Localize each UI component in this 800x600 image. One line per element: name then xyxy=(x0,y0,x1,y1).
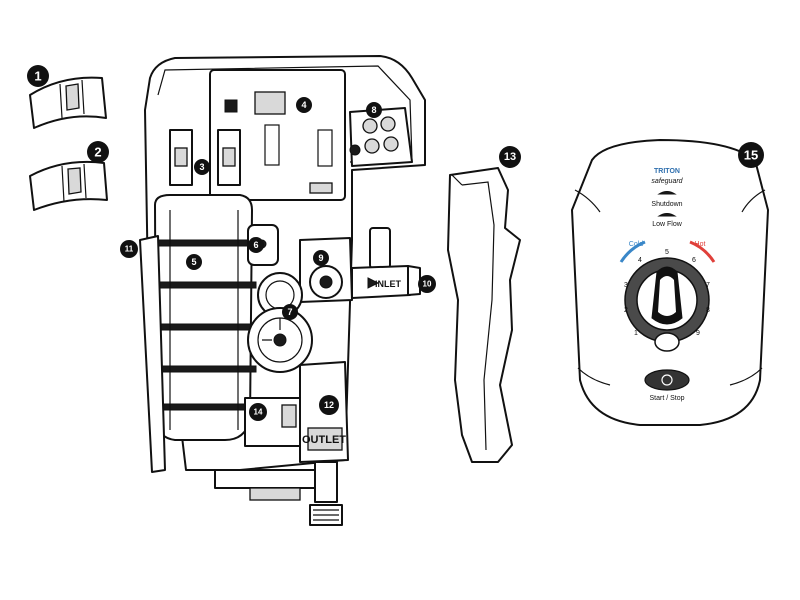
cold-label: Cold xyxy=(629,241,644,248)
hot-arc xyxy=(689,240,716,263)
svg-text:9: 9 xyxy=(318,253,323,263)
dial-number-9: 9 xyxy=(696,330,700,337)
callout-5: 5 xyxy=(186,254,202,270)
dial-number-5: 5 xyxy=(665,249,669,256)
svg-text:2: 2 xyxy=(94,145,101,160)
start-stop-label: Start / Stop xyxy=(649,395,684,402)
power-icon xyxy=(661,374,673,386)
svg-text:8: 8 xyxy=(371,105,376,115)
svg-text:12: 12 xyxy=(324,400,334,410)
model-label: safeguard xyxy=(651,178,683,185)
svg-text:7: 7 xyxy=(287,307,292,317)
callout-6: 6 xyxy=(248,237,264,253)
low-flow-indicator xyxy=(657,213,677,217)
part-2-clip xyxy=(29,160,108,211)
temperature-dial[interactable] xyxy=(624,257,710,352)
callout-10: 10 xyxy=(418,275,436,293)
inlet-label: INLET xyxy=(375,279,402,289)
cold-arc xyxy=(619,240,646,263)
brand-label: TRITON xyxy=(654,168,680,175)
shutdown-indicator xyxy=(657,191,677,195)
part-11-cable-cover xyxy=(139,235,166,473)
svg-text:4: 4 xyxy=(301,100,306,110)
part-15-front-cover: TRITON safeguard Shutdown Low Flow Cold … xyxy=(571,139,769,426)
dial-number-6: 6 xyxy=(692,257,696,264)
svg-text:3: 3 xyxy=(199,162,204,172)
callout-4: 4 xyxy=(296,97,312,113)
callout-15: 15 xyxy=(738,142,764,168)
part-12-outlet: OUTLET xyxy=(299,361,349,526)
callout-13: 13 xyxy=(499,146,521,168)
dial-number-7: 7 xyxy=(706,282,710,289)
callout-2: 2 xyxy=(87,141,109,163)
outlet-label: OUTLET xyxy=(302,434,346,446)
callout-14: 14 xyxy=(249,403,267,421)
start-stop-button[interactable] xyxy=(644,369,690,391)
svg-text:10: 10 xyxy=(423,280,432,289)
callout-8: 8 xyxy=(366,102,382,118)
dial-number-4: 4 xyxy=(638,257,642,264)
callout-7: 7 xyxy=(282,304,298,320)
part-9-valve xyxy=(299,237,353,303)
svg-text:15: 15 xyxy=(744,148,758,163)
callout-3: 3 xyxy=(194,159,210,175)
part-5-heater-tank xyxy=(151,194,257,441)
dial-number-2: 2 xyxy=(624,307,628,314)
callout-12: 12 xyxy=(319,395,339,415)
svg-text:1: 1 xyxy=(34,69,41,84)
dial-number-1: 1 xyxy=(634,330,638,337)
low-flow-label: Low Flow xyxy=(652,221,683,228)
part-8-terminal-block xyxy=(349,107,413,167)
callout-11: 11 xyxy=(120,240,138,258)
svg-text:13: 13 xyxy=(504,151,516,163)
part-10-inlet: INLET xyxy=(351,227,421,299)
dial-number-8: 8 xyxy=(706,307,710,314)
part-3-cutout xyxy=(169,129,241,186)
svg-text:14: 14 xyxy=(254,408,263,417)
main-shower-unit: INLET OUTLET xyxy=(139,55,426,526)
callout-9: 9 xyxy=(313,250,329,266)
part-13-side-cover xyxy=(447,167,521,463)
svg-text:11: 11 xyxy=(125,245,134,254)
svg-text:5: 5 xyxy=(191,257,196,267)
svg-text:6: 6 xyxy=(253,240,258,250)
dial-numbers: 1 2 3 4 5 6 7 8 9 xyxy=(624,249,710,337)
hot-label: Hot xyxy=(695,241,706,248)
callout-1: 1 xyxy=(27,65,49,87)
shutdown-label: Shutdown xyxy=(651,201,682,208)
part-1-clip xyxy=(29,76,107,129)
dial-number-3: 3 xyxy=(624,282,628,289)
